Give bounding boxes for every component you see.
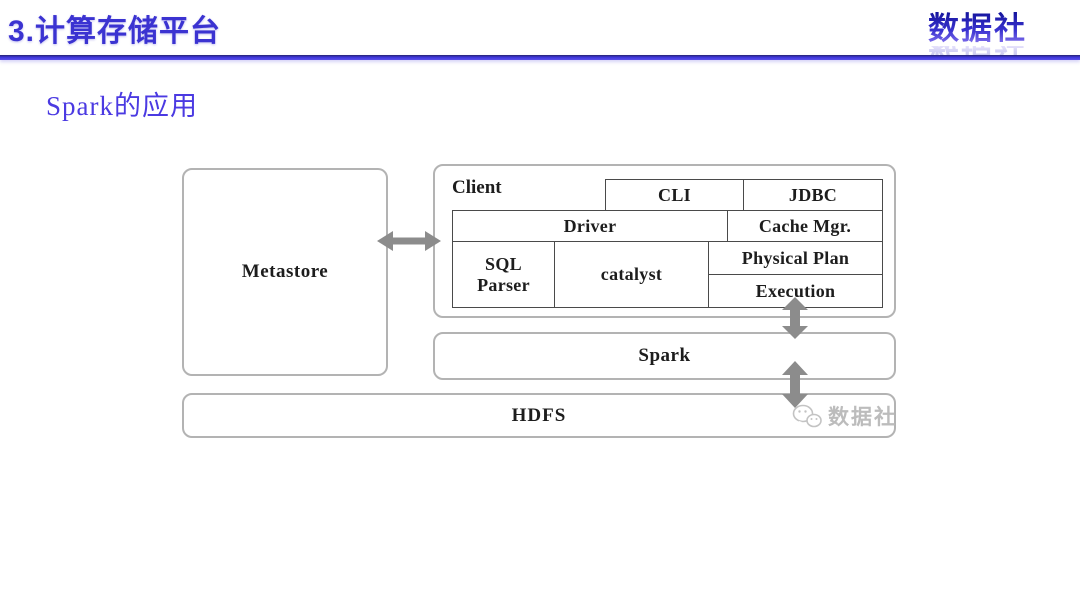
cell-physical-plan: Physical Plan [708,241,883,275]
metastore-box: Metastore [182,168,388,376]
cell-driver: Driver [452,210,728,242]
cell-sql-parser: SQL Parser [452,241,555,308]
cell-cache-mgr: Cache Mgr. [727,210,883,242]
client-label: Client [452,177,502,198]
hdfs-label: HDFS [511,404,567,426]
header-divider [0,55,1080,60]
metastore-client-arrow-icon [377,231,441,251]
cell-cli: CLI [605,179,744,211]
watermark-text: 数据社 [828,406,897,429]
section-subtitle: Spark的应用 [46,91,198,121]
client-spark-arrow-icon [782,297,808,339]
wechat-icon [792,404,822,427]
watermark: 数据社 [791,401,897,431]
spark-label: Spark [638,345,691,366]
client-box: Client CLI JDBC Driver Cache Mgr. SQL Pa… [433,164,896,318]
brand-logo: 数据社 [928,11,1027,46]
cell-jdbc: JDBC [743,179,883,211]
hdfs-box: HDFS [182,393,896,438]
cell-catalyst: catalyst [554,241,709,308]
spark-hdfs-arrow-icon [782,361,808,408]
spark-box: Spark [433,332,896,380]
metastore-label: Metastore [241,261,329,282]
page-title: 3.计算存储平台 [8,15,222,48]
